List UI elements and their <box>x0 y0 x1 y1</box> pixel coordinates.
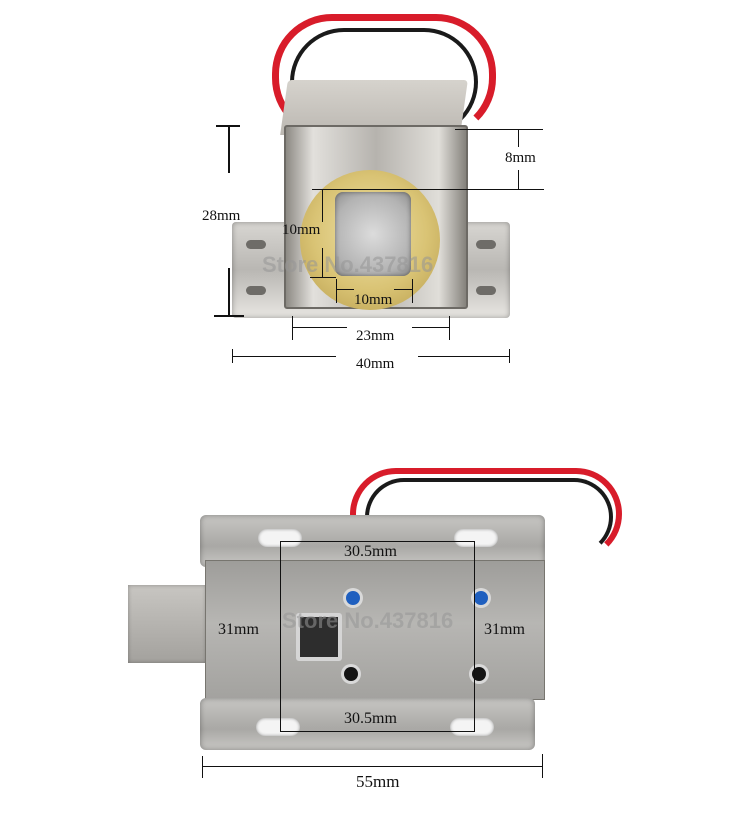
dimension-line <box>312 189 544 190</box>
dimension-line <box>228 125 230 173</box>
dimension-line <box>449 316 450 340</box>
dimension-line <box>228 268 230 316</box>
dimension-line <box>214 315 244 317</box>
red-wire-top <box>272 14 496 138</box>
dimension-line <box>202 766 543 767</box>
screw-hole <box>344 667 358 681</box>
height-label: 28mm <box>202 208 241 224</box>
bolt-height-label: 10mm <box>282 222 321 238</box>
bolt-offset-label: 8mm <box>505 150 536 166</box>
mounting-slot <box>256 718 300 736</box>
dimension-line <box>232 356 336 357</box>
screw-hole <box>472 667 486 681</box>
dimension-line <box>518 129 519 147</box>
hole-spacing-bottom-label: 30.5mm <box>344 710 397 727</box>
dimension-line <box>412 327 450 328</box>
dimension-line <box>292 327 347 328</box>
total-length-label: 55mm <box>356 772 400 791</box>
dimension-line <box>202 756 203 778</box>
dimension-line <box>280 731 475 732</box>
dimension-line <box>394 289 412 290</box>
lock-bolt <box>128 585 206 663</box>
lock-body-side <box>205 560 545 700</box>
dimension-line <box>518 170 519 189</box>
dimension-line <box>474 541 475 732</box>
red-wire-bottom <box>350 468 622 560</box>
flange-hole <box>476 240 496 249</box>
dimension-line <box>336 279 337 303</box>
bottom-mounting-plate <box>200 698 535 750</box>
flange-width-label: 40mm <box>356 356 395 372</box>
dimension-line <box>455 129 543 130</box>
watermark: Store No.437816 <box>262 252 434 277</box>
screw-hole-blue <box>474 591 488 605</box>
height-left-label: 31mm <box>218 621 259 638</box>
hole-spacing-top-label: 30.5mm <box>344 543 397 560</box>
dimension-line <box>412 279 413 303</box>
flange-hole <box>246 240 266 249</box>
dimension-line <box>292 316 293 340</box>
dimension-line <box>322 248 323 278</box>
flange-hole <box>246 286 266 295</box>
body-width-label: 23mm <box>356 328 395 344</box>
dimension-line <box>216 125 240 127</box>
mounting-slot <box>258 529 302 547</box>
watermark: Store No.437816 <box>282 608 454 633</box>
bolt-width-label: 10mm <box>354 292 393 308</box>
screw-hole-blue <box>346 591 360 605</box>
height-right-label: 31mm <box>484 621 525 638</box>
dimension-line <box>280 541 281 732</box>
bolt-face <box>335 192 411 276</box>
mounting-slot <box>454 529 498 547</box>
dimension-line <box>280 541 475 542</box>
dimension-line <box>336 289 354 290</box>
dimension-line <box>310 277 336 278</box>
mounting-slot <box>450 718 494 736</box>
dimension-line <box>322 190 323 222</box>
dimension-line <box>418 356 510 357</box>
flange-hole <box>476 286 496 295</box>
sensor-window <box>296 613 342 661</box>
